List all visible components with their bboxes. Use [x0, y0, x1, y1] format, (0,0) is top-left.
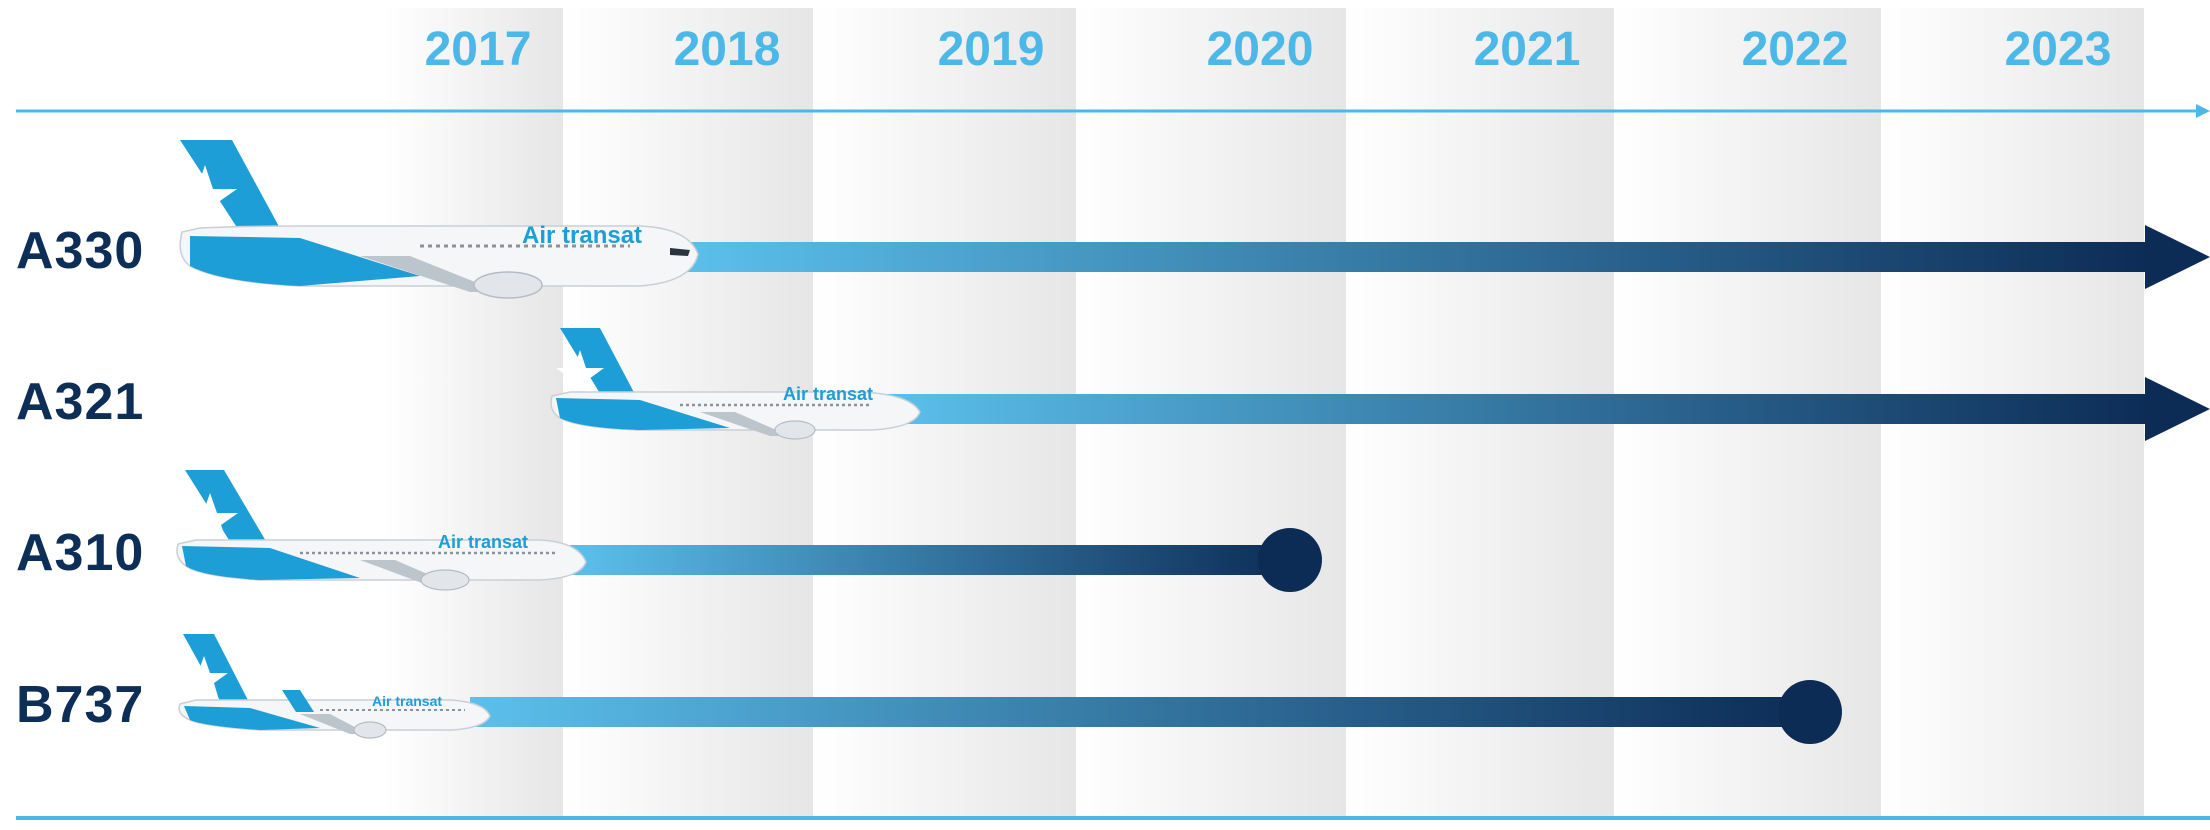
- arrowhead-a321: [2145, 377, 2210, 441]
- aircraft-label-b737: B737: [16, 676, 145, 734]
- time-axis: [16, 104, 2210, 118]
- end-marker-b737: [1778, 680, 1842, 744]
- aircraft-a330-image: Air transat: [173, 140, 699, 299]
- year-label-2020: 2020: [1206, 23, 1314, 76]
- year-label-2018: 2018: [673, 23, 781, 76]
- aircraft-b737-image: Air transat: [178, 634, 491, 739]
- aircraft-label-a330: A330: [16, 222, 145, 280]
- column-2017: [385, 8, 563, 820]
- bar-a310: [570, 528, 1322, 592]
- year-label-2019: 2019: [937, 23, 1045, 76]
- year-label-2021: 2021: [1473, 23, 1581, 76]
- end-marker-a310: [1258, 528, 1322, 592]
- arrowhead-a330: [2145, 225, 2210, 289]
- bar-b737: [470, 680, 1842, 744]
- year-label-2022: 2022: [1741, 23, 1849, 76]
- axis-arrowhead: [2196, 104, 2210, 118]
- year-label-2023: 2023: [2004, 23, 2112, 76]
- year-label-2017: 2017: [424, 23, 532, 76]
- aircraft-label-a310: A310: [16, 524, 145, 582]
- livery-text-a310: Air transat: [438, 532, 528, 552]
- aircraft-a321-image: Air transat: [550, 328, 921, 440]
- aircraft-label-a321: A321: [16, 373, 145, 431]
- bar-a330: [680, 225, 2210, 289]
- livery-text-a330: Air transat: [522, 222, 642, 249]
- bar-a321: [880, 377, 2210, 441]
- livery-text-a321: Air transat: [783, 384, 873, 404]
- aircraft-a310-image: Air transat: [176, 470, 587, 591]
- livery-text-b737: Air transat: [372, 693, 442, 709]
